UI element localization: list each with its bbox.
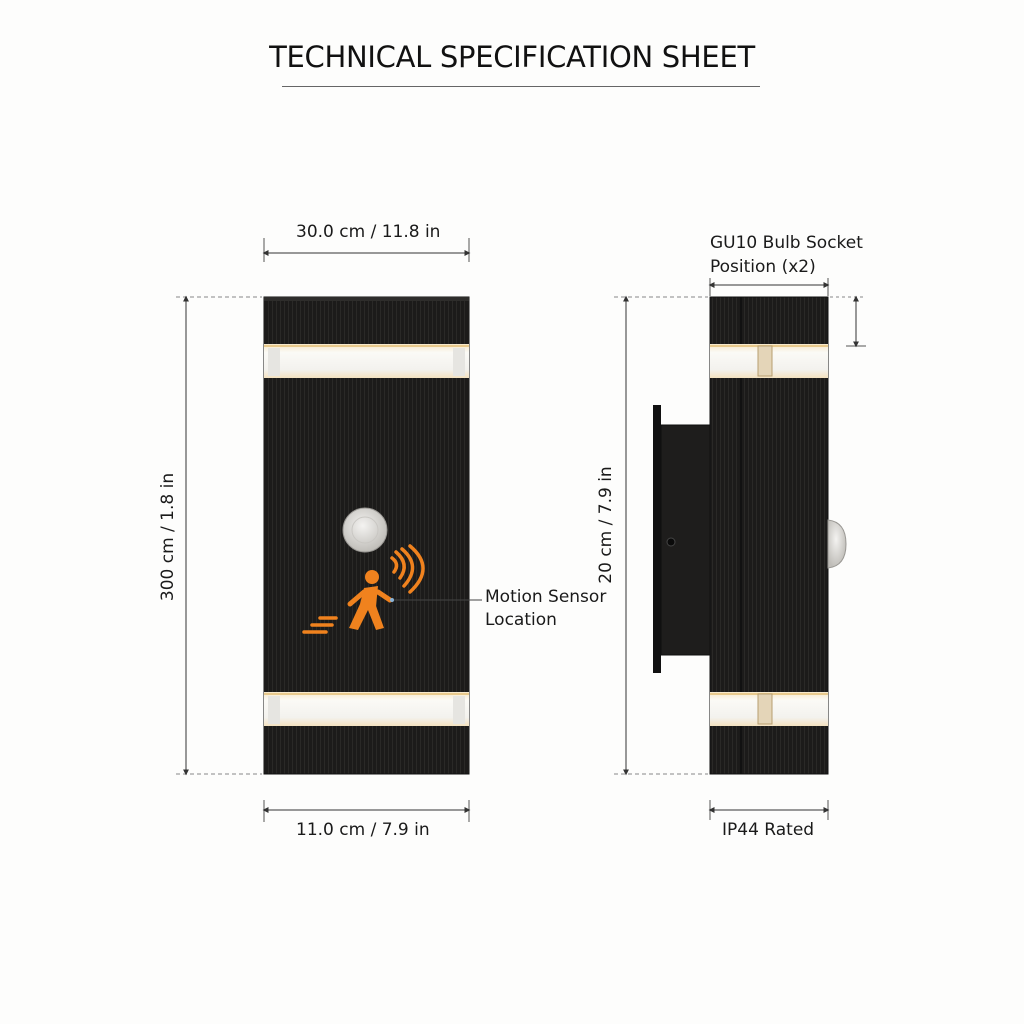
front-view <box>176 238 482 822</box>
front-top-lens-end-left <box>268 348 280 376</box>
side-motion-sensor <box>827 519 847 569</box>
socket-label-line2: Position (x2) <box>710 257 816 277</box>
front-width-top-label: 30.0 cm / 11.8 in <box>296 222 441 242</box>
side-bottom-socket <box>757 693 773 725</box>
sensor-callout-label-line1: Motion Sensor <box>485 587 607 607</box>
front-bottom-lens-end-right <box>453 696 465 724</box>
title-underline <box>282 86 760 87</box>
front-bottom-lens-end-left <box>268 696 280 724</box>
ip-rating-label: IP44 Rated <box>722 820 815 840</box>
mount-screw <box>666 537 676 547</box>
motion-sensor-dome <box>342 507 388 553</box>
front-bottom-lens <box>264 692 469 726</box>
wall-mount-plate <box>653 405 661 673</box>
side-height-label: 20 cm / 7.9 in <box>596 466 616 584</box>
page-title: TECHNICAL SPECIFICATION SHEET <box>269 40 755 74</box>
front-height-label: 300 cm / 1.8 in <box>158 472 178 602</box>
sensor-callout-dot <box>390 598 394 602</box>
front-top-cap <box>264 297 469 301</box>
front-width-bottom-label: 11.0 cm / 7.9 in <box>296 820 430 840</box>
side-view <box>614 278 866 820</box>
motion-sensor-lens-ring <box>351 516 379 544</box>
sensor-callout-label-line2: Location <box>485 610 557 630</box>
side-top-socket <box>757 345 773 377</box>
side-housing-seam <box>740 297 742 774</box>
socket-label-line1: GU10 Bulb Socket <box>710 233 863 253</box>
front-top-lens-end-right <box>453 348 465 376</box>
walking-person-icon <box>302 570 393 634</box>
front-top-lens <box>264 344 469 378</box>
motion-waves-icon <box>390 544 425 594</box>
